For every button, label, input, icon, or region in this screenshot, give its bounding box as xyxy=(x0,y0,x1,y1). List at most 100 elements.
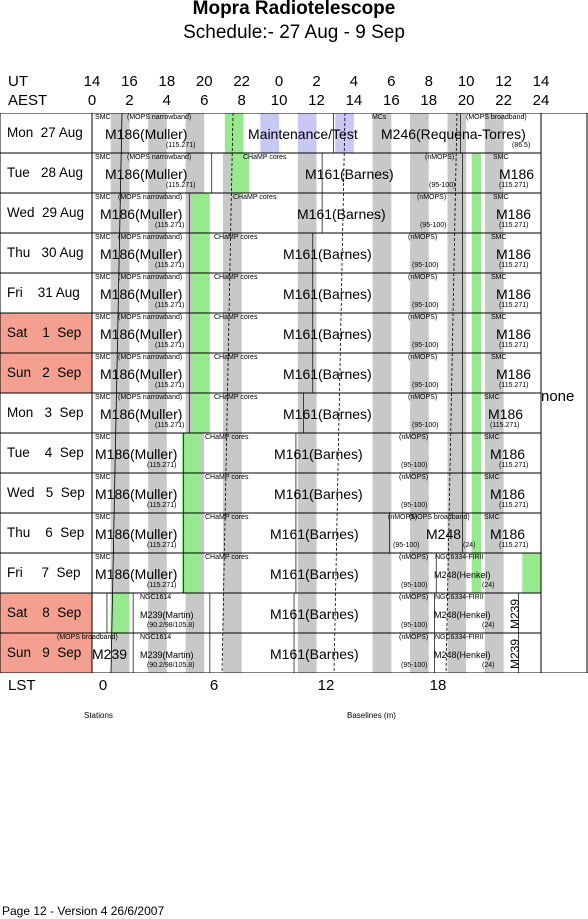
lst-tick: 18 xyxy=(429,677,447,694)
day-label: Thu 6 Sep xyxy=(7,525,85,540)
purple-band xyxy=(260,113,280,153)
lst-line-6 xyxy=(221,113,234,673)
nmops-label: (nMOPS) xyxy=(408,314,438,321)
champ-label: CHaMP cores xyxy=(205,434,249,441)
day-label: Tue 28 Aug xyxy=(7,165,84,180)
grey-band xyxy=(410,313,429,353)
grey-band xyxy=(484,393,504,433)
ut-tick: 4 xyxy=(349,73,359,90)
grey-band xyxy=(372,553,392,593)
grey-band xyxy=(148,313,167,353)
grey-band xyxy=(372,233,392,273)
green-band xyxy=(191,273,210,313)
aest-tick: 16 xyxy=(382,92,400,109)
grey-band xyxy=(447,593,467,633)
mops-narrowband-label: (MOPS narrowband) xyxy=(118,194,183,201)
mops-narrowband-label: (MOPS narrowband) xyxy=(127,154,192,161)
grey-band xyxy=(484,313,504,353)
freq-label: (115.271) xyxy=(155,262,185,269)
ngc1614-label: NGC1614 xyxy=(140,634,172,641)
schedule-grid xyxy=(0,113,588,673)
grey-band xyxy=(372,273,392,313)
grey-band xyxy=(372,473,392,513)
schedule-subtitle: Schedule:- 27 Aug - 9 Sep xyxy=(183,22,405,43)
smc-label: SMC xyxy=(491,354,507,361)
m186-label: M186 xyxy=(496,286,532,302)
freq-label: (95-100) xyxy=(412,422,439,429)
freq-label: (115.271) xyxy=(155,422,185,429)
grey-band xyxy=(222,273,242,313)
grey-band xyxy=(484,233,504,273)
grey-band xyxy=(148,193,167,233)
freq-label: (95-100) xyxy=(412,382,439,389)
grey-band xyxy=(372,353,392,393)
baselines-value: none xyxy=(541,388,575,405)
mops-broadband-label: (MOPS broadband) xyxy=(466,114,527,121)
grey-band xyxy=(484,353,504,393)
grey-band xyxy=(297,193,317,233)
grey-band xyxy=(148,473,167,513)
day-label: Fri 31 Aug xyxy=(7,285,80,300)
m186-label: M186(Muller) xyxy=(95,566,178,582)
freq-label: (24) xyxy=(482,662,495,669)
grey-band xyxy=(484,153,504,193)
grey-band xyxy=(410,473,429,513)
grey-band xyxy=(447,353,467,393)
grey-band xyxy=(297,513,317,553)
day-label: Fri 7 Sep xyxy=(7,565,81,580)
grey-band xyxy=(484,193,504,233)
freq-label: (115.271) xyxy=(499,222,529,229)
grey-band xyxy=(148,593,167,633)
m186-label: M186(Muller) xyxy=(105,166,188,182)
nmops-label: (nMOPS) xyxy=(417,194,447,201)
grey-band xyxy=(297,433,317,473)
grey-band xyxy=(447,473,467,513)
freq-label: (115.271) xyxy=(499,382,529,389)
grey-band xyxy=(110,513,130,553)
day-label: Mon 27 Aug xyxy=(7,125,83,140)
freq-label: (95-100) xyxy=(401,502,428,509)
grey-band xyxy=(185,633,205,673)
weekend-day-cell xyxy=(0,633,92,673)
freq-label: (95-100) xyxy=(412,302,439,309)
grey-band xyxy=(372,393,392,433)
m239-martin-label: M239(Martin) xyxy=(140,610,194,620)
freq-label: (115.271) xyxy=(499,502,529,509)
green-band xyxy=(181,553,201,593)
mops-narrowband-label: (MOPS narrowband) xyxy=(118,274,183,281)
page-footer: Page 12 - Version 4 26/6/2007 xyxy=(2,904,165,918)
m239-martin-label: M239(Martin) xyxy=(140,650,194,660)
grey-band xyxy=(222,233,242,273)
weekend-day-cell xyxy=(0,353,92,393)
champ-label: CHaMP cores xyxy=(214,354,258,361)
grey-band xyxy=(410,153,429,193)
smc-label: SMC xyxy=(95,194,111,201)
m248-henkel-label: M248(Henkel) xyxy=(434,610,491,620)
grey-band xyxy=(484,433,504,473)
grey-band xyxy=(297,633,317,673)
freq-label: (95-100) xyxy=(401,662,428,669)
freq-label: (115.271) xyxy=(147,462,177,469)
freq-label: (115.271) xyxy=(166,182,196,189)
ut-tick: 16 xyxy=(121,73,138,90)
ngc6334-label: NGC6334-FIRII xyxy=(435,634,484,641)
grey-band xyxy=(148,393,167,433)
champ-label: CHaMP cores xyxy=(233,194,277,201)
grey-band xyxy=(410,273,429,313)
m161-label: M161(Barnes) xyxy=(297,206,386,222)
grey-band xyxy=(110,353,130,393)
freq-label: (95-100) xyxy=(393,542,420,549)
green-band xyxy=(471,513,482,553)
grey-band xyxy=(447,233,467,273)
grey-band xyxy=(372,113,392,153)
freq-label: (115.271) xyxy=(147,542,177,549)
grey-band xyxy=(222,513,242,553)
grey-band xyxy=(297,593,317,633)
grey-band xyxy=(297,233,317,273)
green-band xyxy=(181,513,201,553)
grey-band xyxy=(484,593,504,633)
m186-label: M186(Muller) xyxy=(100,246,183,262)
ngc6334-label: NGC6334-FIRII xyxy=(435,594,484,601)
freq-label: (115.271) xyxy=(147,502,177,509)
freq-label: (115.271) xyxy=(155,342,185,349)
